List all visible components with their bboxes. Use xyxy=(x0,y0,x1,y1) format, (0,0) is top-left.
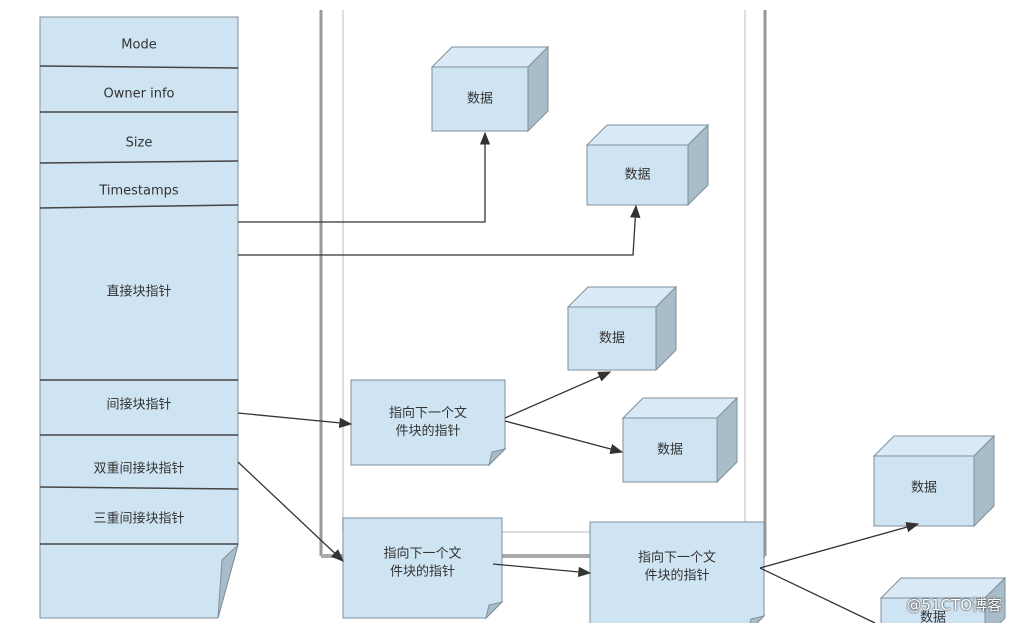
field-direct-pointers: 直接块指针 xyxy=(106,284,171,300)
arrow-direct-2 xyxy=(238,204,641,256)
arrow-note3-data-a xyxy=(759,522,920,569)
data-block-label: 数据 xyxy=(599,331,625,346)
data-block-label: 数据 xyxy=(624,168,650,183)
pointer-block-label-line1: 指向下一个文 xyxy=(638,550,716,566)
pointer-block-label-line1: 指向下一个文 xyxy=(389,405,467,421)
field-indirect-pointer: 间接块指针 xyxy=(106,397,171,413)
arrow-direct-1 xyxy=(238,131,491,223)
pointer-block-label-line2: 件块的指针 xyxy=(644,568,709,584)
pointer-block-label-line2: 件块的指针 xyxy=(390,564,455,580)
arrow-note1-data-b xyxy=(504,420,624,455)
pointer-block-label-line2: 件块的指针 xyxy=(395,423,460,439)
data-block-label: 数据 xyxy=(911,481,937,496)
data-block-cube: 数据 xyxy=(621,396,739,484)
arrow-note1-data-a xyxy=(504,371,612,419)
field-owner-info: Owner info xyxy=(104,87,175,102)
data-block-label: 数据 xyxy=(657,443,683,458)
arrow-note3-data-b xyxy=(759,567,876,623)
data-block-cube: 数据 xyxy=(585,123,710,207)
data-block-cube: 数据 xyxy=(566,285,678,372)
data-block-cube: 数据 xyxy=(879,576,1007,623)
data-block-cube: 数据 xyxy=(430,45,550,133)
arrow-note2-note3 xyxy=(492,563,592,578)
field-triple-indirect-pointer: 三重间接块指针 xyxy=(93,511,184,527)
field-mode: Mode xyxy=(121,38,156,53)
pointer-block-label-line1: 指向下一个文 xyxy=(383,546,461,562)
arrow-double-indirect xyxy=(237,461,344,562)
inode-table: Mode Owner info Size Timestamps 直接块指针 间接… xyxy=(39,16,239,619)
data-block-label: 数据 xyxy=(920,611,946,623)
data-block-label: 数据 xyxy=(467,92,493,107)
field-timestamps: Timestamps xyxy=(98,184,179,199)
field-size: Size xyxy=(126,136,153,151)
field-double-indirect-pointer: 双重间接块指针 xyxy=(93,461,184,477)
data-block-cube: 数据 xyxy=(872,434,996,528)
arrows xyxy=(237,131,920,623)
watermark: @51CTO博客 xyxy=(906,596,1002,614)
arrow-indirect xyxy=(237,412,353,429)
